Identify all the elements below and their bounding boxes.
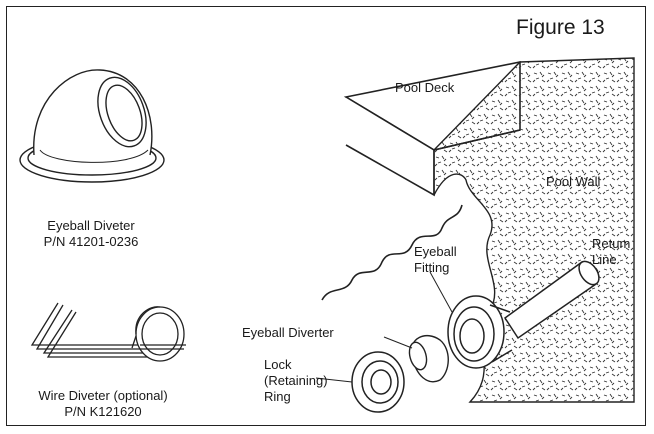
eyeball-fitting-label-2: Fitting — [414, 260, 450, 275]
pool-wall-label: Pool Wall — [546, 174, 601, 189]
eyeball-diverter-part-number: P/N 41201-0236 — [43, 234, 139, 249]
water-surface-line — [321, 204, 463, 301]
wire-diverter-name: Wire Diveter (optional) — [38, 388, 168, 403]
lock-ring-label-2: (Retaining) — [264, 373, 328, 388]
lock-ring-label-1: Lock — [264, 357, 292, 372]
wire-diverter-illustration — [30, 302, 186, 362]
return-line-label-1: Retum — [592, 236, 631, 251]
figure-title: Figure 13 — [516, 16, 605, 39]
figure-frame — [6, 6, 646, 426]
eyeball-diverter-label: Eyeball Diverter — [242, 325, 334, 340]
eyeball-diverter-name: Eyeball Diveter — [47, 218, 135, 233]
lock-ring-illustration — [351, 351, 405, 413]
pool-wall-illustration — [433, 57, 635, 403]
pool-deck-label: Pool Deck — [395, 80, 455, 95]
leader-lines — [315, 271, 453, 383]
wire-diverter-part-number: P/N K121620 — [64, 404, 142, 419]
return-line-pipe — [503, 260, 600, 340]
eyeball-diverter-illustration — [19, 69, 165, 183]
eyeball-fitting-illustration — [447, 295, 513, 369]
lock-ring-label-3: Ring — [264, 389, 291, 404]
return-line-label-2: Line — [592, 252, 617, 267]
eyeball-diverter-part — [408, 335, 449, 383]
eyeball-fitting-label-1: Eyeball — [414, 244, 457, 259]
